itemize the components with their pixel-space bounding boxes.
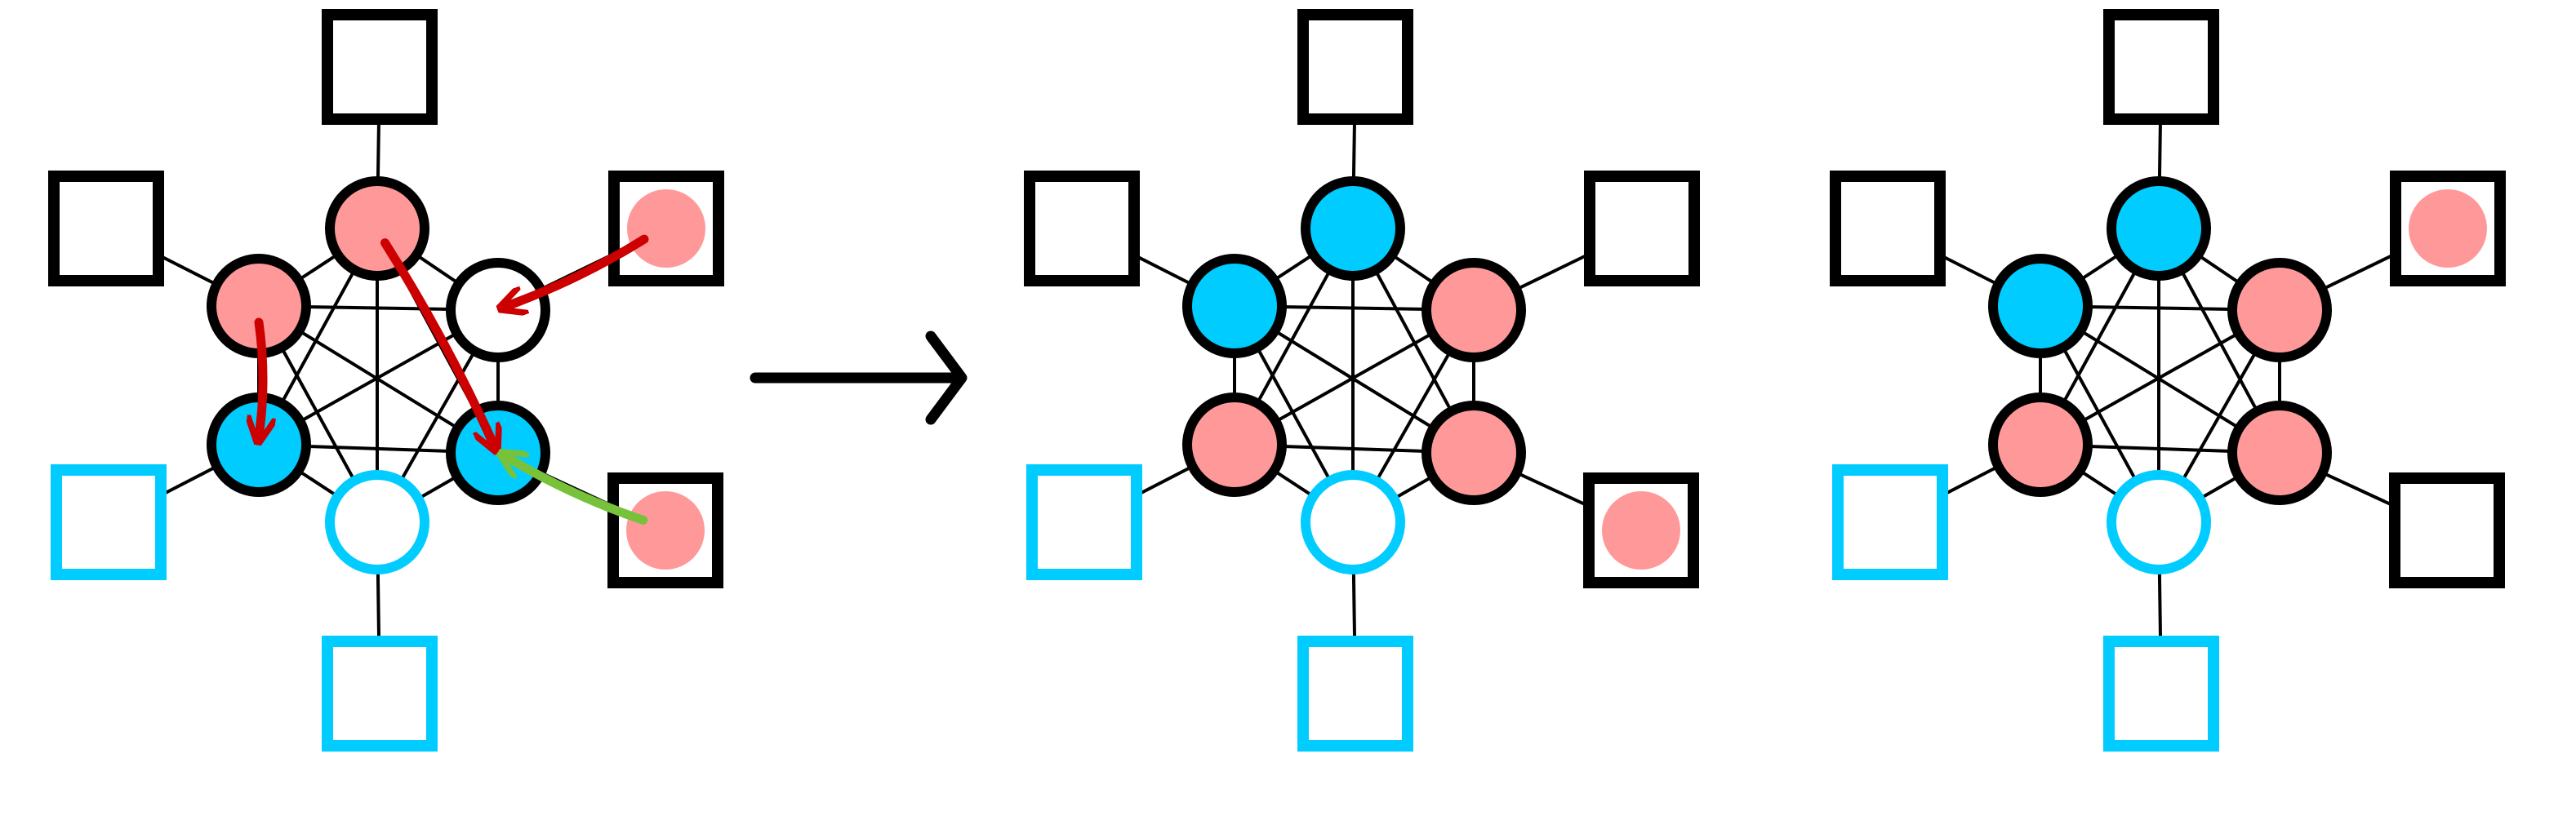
graph-node-n1-blue: [2107, 176, 2211, 281]
panel-after-1: [1024, 9, 1700, 752]
pink-dot: [627, 189, 705, 268]
graph-node-n5-pink: [1988, 392, 2093, 497]
pink-dot: [2409, 189, 2487, 268]
square-box: [1830, 171, 1946, 286]
square-box: [1832, 464, 1948, 580]
red-arrow-n1-to-n3: [380, 238, 494, 446]
graph-node-n6-blue: [1182, 254, 1287, 358]
outer-square-s6: [48, 171, 164, 286]
outer-square-s3: [2389, 472, 2505, 588]
outer-square-s6: [1830, 171, 1946, 286]
graph-node-n2-pink: [2227, 258, 2332, 362]
graph-node-n4-empty: [1301, 470, 1405, 574]
graph-node-n1-blue: [1301, 176, 1405, 281]
square-box: [2103, 636, 2219, 752]
square-box: [322, 636, 438, 752]
square-box: [322, 9, 438, 125]
outer-square-s1: [2103, 9, 2219, 125]
square-box: [1584, 171, 1700, 286]
graph-node-n1-pink: [325, 176, 429, 281]
square-box: [1026, 464, 1142, 580]
inner-edges: [1887, 66, 2449, 694]
outer-square-s4: [2103, 636, 2219, 752]
outer-square-s5: [51, 464, 167, 580]
graph-node-n4-empty: [325, 470, 429, 574]
square-box: [48, 171, 164, 286]
outer-square-s3: [1583, 472, 1699, 588]
square-box: [51, 464, 167, 580]
square-box: [2389, 472, 2505, 588]
outer-square-s1: [1297, 9, 1413, 125]
graph-node-n2-pink: [1421, 258, 1526, 362]
outer-square-s3: [607, 472, 723, 588]
panel-before: [48, 9, 724, 752]
square-box: [1024, 171, 1140, 286]
outer-square-s1: [322, 9, 438, 125]
panel-after-2: [1830, 9, 2506, 752]
green-arrow-s3-to-n3: [505, 456, 648, 525]
graph-node-n3-pink: [1421, 401, 1526, 505]
outer-square-s5: [1832, 464, 1948, 580]
graph-node-n2-empty: [446, 258, 550, 362]
graph-node-n4-empty: [2107, 470, 2211, 574]
graph-node-n5-pink: [1182, 392, 1287, 497]
pink-dot: [626, 491, 705, 570]
outer-square-s2: [608, 171, 724, 286]
inner-edges: [1081, 66, 1643, 694]
graph-node-n6-blue: [1988, 254, 2093, 358]
square-box: [1297, 636, 1413, 752]
outer-square-s6: [1024, 171, 1140, 286]
graph-node-n3-blue: [446, 401, 550, 505]
square-box: [2103, 9, 2219, 125]
transition-arrow: [750, 330, 968, 425]
outer-square-s2: [2390, 171, 2506, 286]
outer-square-s4: [1297, 636, 1413, 752]
arrow-head: [925, 330, 968, 425]
graph-node-n3-pink: [2227, 401, 2332, 505]
pink-dot: [1602, 491, 1680, 570]
outer-square-s5: [1026, 464, 1142, 580]
outer-square-s2: [1584, 171, 1700, 286]
red-arrow-s2-to-n2: [505, 234, 649, 307]
square-box: [1297, 9, 1413, 125]
red-arrow-n6-to-n5: [259, 317, 263, 437]
inner-edges: [105, 66, 667, 694]
outer-square-s4: [322, 636, 438, 752]
